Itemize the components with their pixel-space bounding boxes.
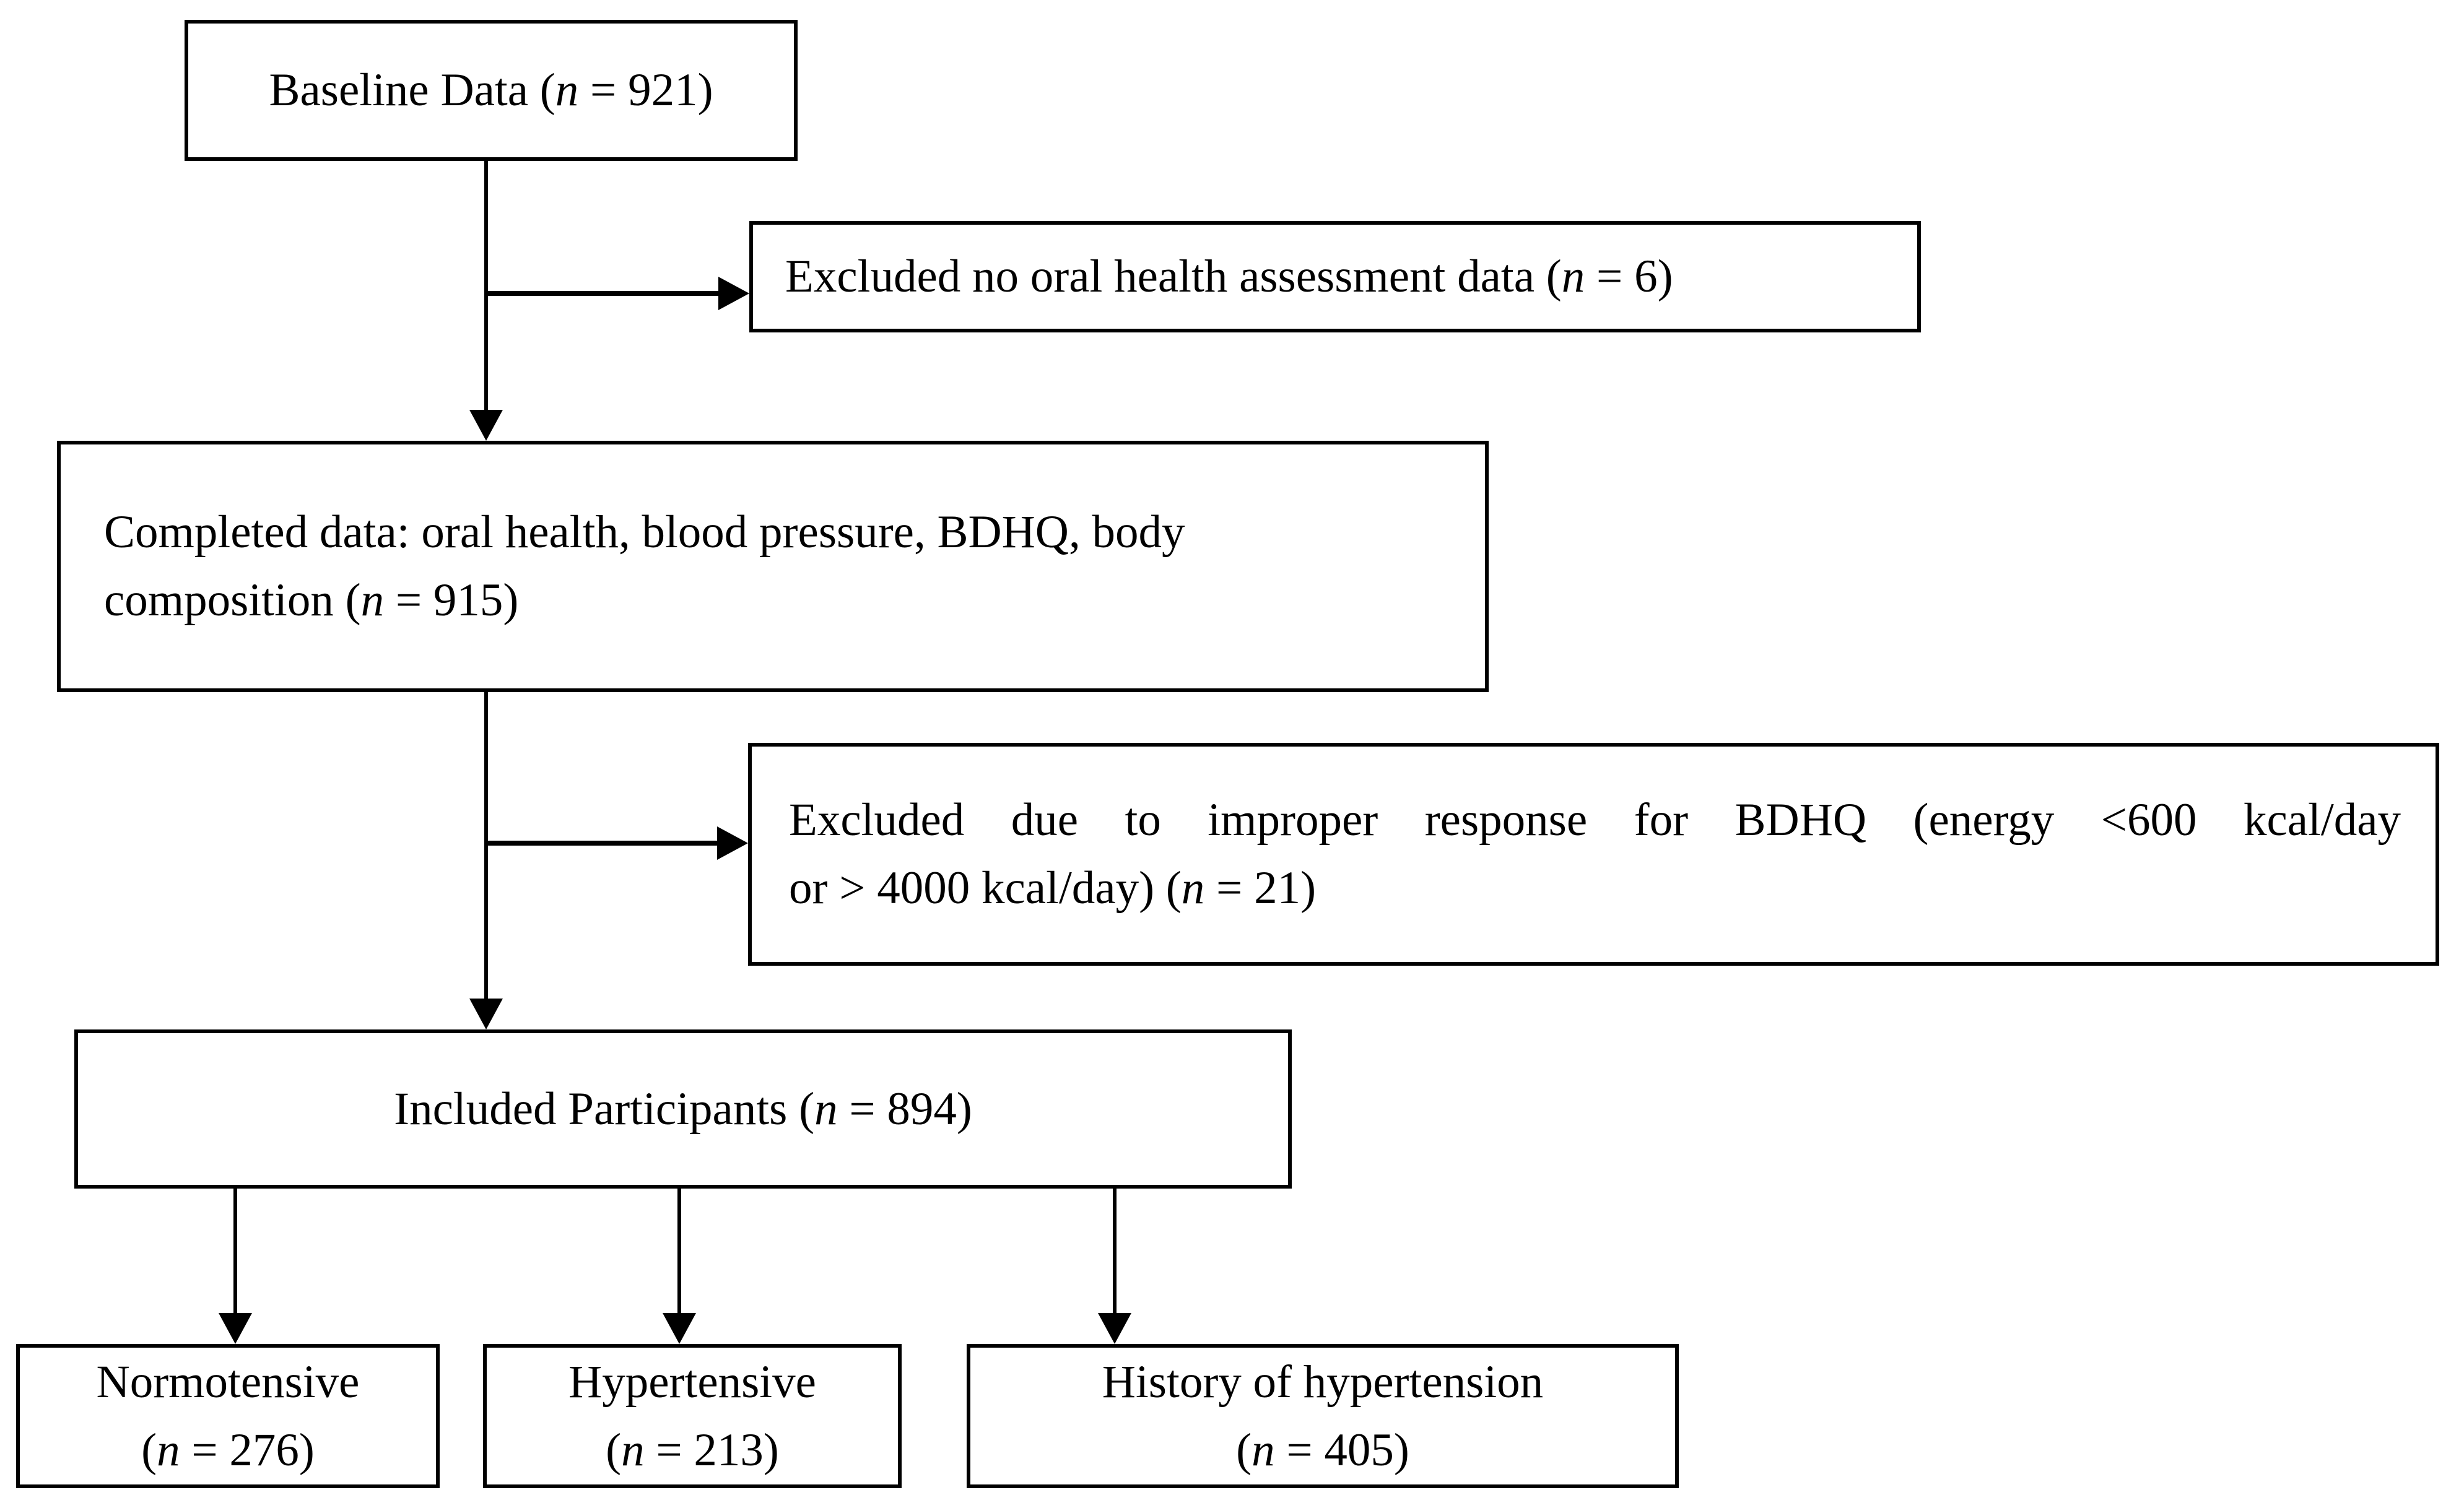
excluded-oral-health-box: Excluded no oral health assessment data … — [749, 221, 1921, 332]
baseline-label-pre: Baseline Data ( — [269, 64, 555, 116]
baseline-box: Baseline Data (n = 921) — [185, 20, 798, 161]
normotensive-line2-post: = 276) — [180, 1424, 315, 1476]
excluded-bdhq-box: Excluded due to improper response for BD… — [748, 743, 2439, 966]
completed-line2-pre: composition ( — [104, 574, 361, 626]
completed-data-box: Completed data: oral health, blood press… — [57, 441, 1489, 692]
included-participants-box: Included Participants (n = 894) — [74, 1029, 1292, 1189]
normotensive-box: Normotensive (n = 276) — [16, 1344, 440, 1488]
baseline-label: Baseline Data (n = 921) — [188, 56, 794, 124]
completed-data-line1: Completed data: oral health, blood press… — [104, 506, 1185, 558]
normotensive-line2-pre: ( — [141, 1424, 157, 1476]
history-line1: History of hypertension — [1102, 1356, 1544, 1408]
arrowhead-into-completed — [469, 410, 503, 441]
connector-baseline-to-completed — [484, 160, 488, 410]
hypertensive-line1: Hypertensive — [568, 1356, 816, 1408]
completed-line2-post: = 915) — [384, 574, 519, 626]
excluded-bdhq-line2-post: = 21) — [1204, 862, 1317, 914]
arrowhead-into-excluded-oral — [718, 277, 749, 310]
normotensive-label: Normotensive (n = 276) — [20, 1348, 436, 1484]
completed-line2-n: n — [360, 574, 385, 626]
arrowhead-into-included — [469, 999, 503, 1029]
history-line2-post: = 405) — [1274, 1424, 1409, 1476]
excluded-bdhq-line2-pre: or > 4000 kcal/day) ( — [789, 862, 1182, 914]
completed-data-label: Completed data: oral health, blood press… — [104, 498, 1460, 635]
history-line2-pre: ( — [1236, 1424, 1252, 1476]
normotensive-line2: (n = 276) — [20, 1416, 436, 1484]
baseline-label-post: = 921) — [578, 64, 713, 116]
excluded-bdhq-line2: or > 4000 kcal/day) (n = 21) — [789, 854, 2401, 922]
connector-included-to-normotensive — [233, 1187, 237, 1314]
hypertensive-box: Hypertensive (n = 213) — [483, 1344, 902, 1488]
normotensive-line2-n: n — [157, 1424, 180, 1476]
history-of-hypertension-label: History of hypertension (n = 405) — [970, 1348, 1675, 1484]
history-line2-n: n — [1252, 1424, 1275, 1476]
connector-included-to-history — [1113, 1187, 1117, 1314]
completed-data-line2: composition (n = 915) — [104, 566, 1460, 635]
normotensive-line1: Normotensive — [96, 1356, 360, 1408]
baseline-label-n: n — [555, 64, 579, 116]
hypertensive-label: Hypertensive (n = 213) — [487, 1348, 898, 1484]
hypertensive-line2-n: n — [621, 1424, 645, 1476]
excluded-oral-label-n: n — [1561, 251, 1585, 302]
hypertensive-line2-pre: ( — [606, 1424, 622, 1476]
history-line2: (n = 405) — [970, 1416, 1675, 1484]
included-label-post: = 894) — [837, 1083, 972, 1135]
included-label-pre: Included Participants ( — [394, 1083, 815, 1135]
excluded-bdhq-line1: Excluded due to improper response for BD… — [789, 794, 2401, 846]
arrowhead-into-excluded-bdhq — [717, 826, 748, 860]
hypertensive-line2-post: = 213) — [644, 1424, 779, 1476]
arrowhead-into-hypertensive — [663, 1313, 696, 1344]
excluded-oral-label-pre: Excluded no oral health assessment data … — [785, 251, 1562, 302]
history-of-hypertension-box: History of hypertension (n = 405) — [967, 1344, 1679, 1488]
included-participants-label: Included Participants (n = 894) — [78, 1075, 1288, 1143]
excluded-bdhq-line2-n: n — [1181, 862, 1205, 914]
arrowhead-into-normotensive — [219, 1313, 252, 1344]
arrowhead-into-history — [1098, 1313, 1131, 1344]
excluded-oral-label-post: = 6) — [1585, 251, 1673, 302]
connector-branch-excluded-bdhq — [486, 841, 717, 846]
hypertensive-line2: (n = 213) — [487, 1416, 898, 1484]
excluded-oral-health-label: Excluded no oral health assessment data … — [785, 243, 1917, 311]
excluded-bdhq-label: Excluded due to improper response for BD… — [789, 786, 2401, 922]
connector-branch-excluded-oral — [486, 291, 718, 296]
connector-included-to-hypertensive — [677, 1187, 681, 1314]
included-label-n: n — [814, 1083, 838, 1135]
